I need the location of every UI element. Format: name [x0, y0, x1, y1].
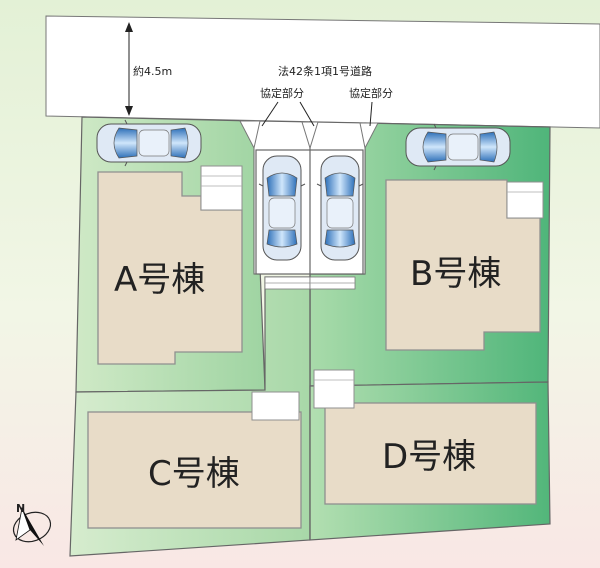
agreement-leader — [299, 101, 315, 127]
house-d-label: D号棟 — [382, 437, 476, 477]
arrow-up-icon — [125, 22, 133, 32]
agreement-label-1: 協定部分 — [260, 86, 304, 100]
compass-icon: N — [12, 502, 52, 546]
house-a-label: A号棟 — [114, 260, 205, 300]
road-label: 法42条1項1号道路 — [278, 64, 372, 78]
compass-north-label: N — [16, 502, 25, 515]
house-d-entry — [313, 369, 355, 409]
agreement-label-2: 協定部分 — [349, 86, 393, 100]
car-icon — [258, 155, 306, 261]
arrow-down-icon — [125, 106, 133, 116]
agreement-leader — [369, 101, 373, 127]
car-icon — [316, 155, 364, 261]
agreement-corner-cut — [239, 120, 261, 150]
car-icon — [96, 119, 202, 167]
house-c-entry — [251, 391, 300, 421]
house-a-entry — [200, 165, 243, 211]
house-b-label: B号棟 — [410, 254, 501, 294]
road-width-label: 約4.5m — [133, 64, 172, 78]
house-c-label: C号棟 — [148, 454, 240, 494]
house-c-footprint — [87, 411, 302, 529]
car-icon — [405, 123, 511, 171]
agreement-leader — [261, 101, 279, 127]
house-b-entry — [506, 181, 544, 219]
road — [45, 15, 600, 129]
agreement-corner-cut — [301, 121, 319, 150]
agreement-corner-cut — [359, 122, 379, 150]
house-d-footprint — [324, 402, 537, 505]
